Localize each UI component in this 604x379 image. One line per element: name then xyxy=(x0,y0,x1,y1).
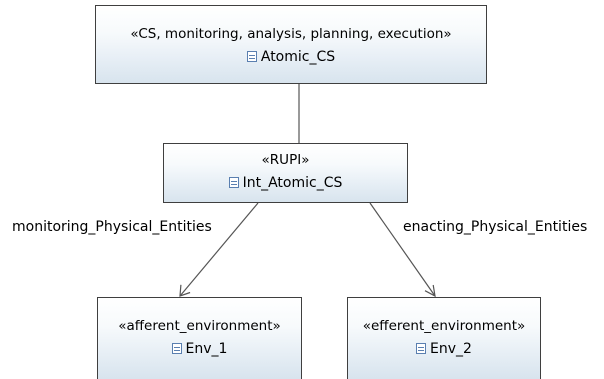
class-icon xyxy=(246,51,257,62)
class-name: Int_Atomic_CS xyxy=(242,175,343,191)
class-node-env-2[interactable]: «efferent_environment» Env_2 xyxy=(347,297,541,379)
enacting-arrowhead xyxy=(424,284,436,298)
class-name: Env_2 xyxy=(430,341,472,357)
class-node-int-atomic-cs[interactable]: «RUPI» Int_Atomic_CS xyxy=(163,143,408,203)
edge-label-enacting: enacting_Physical_Entities xyxy=(403,219,588,235)
class-icon xyxy=(416,343,427,354)
class-name: Atomic_CS xyxy=(260,49,336,65)
stereotype-label: «afferent_environment» xyxy=(118,318,281,334)
stereotype-label: «CS, monitoring, analysis, planning, exe… xyxy=(130,26,452,42)
stereotype-label: «RUPI» xyxy=(261,152,310,168)
class-node-atomic-cs[interactable]: «CS, monitoring, analysis, planning, exe… xyxy=(95,5,487,84)
monitoring-edge[interactable] xyxy=(179,202,259,297)
monitoring-arrowhead xyxy=(179,284,191,297)
stereotype-label: «efferent_environment» xyxy=(362,318,526,334)
class-name-row: Env_1 xyxy=(98,340,301,358)
class-name-row: Env_2 xyxy=(348,340,540,358)
class-name-row: Int_Atomic_CS xyxy=(164,174,407,192)
class-icon xyxy=(228,177,239,188)
class-node-env-1[interactable]: «afferent_environment» Env_1 xyxy=(97,297,302,379)
enacting-edge[interactable] xyxy=(369,202,436,298)
class-name: Env_1 xyxy=(185,341,228,357)
class-name-row: Atomic_CS xyxy=(96,48,486,66)
class-icon xyxy=(171,343,182,354)
edge-label-monitoring: monitoring_Physical_Entities xyxy=(12,219,212,235)
